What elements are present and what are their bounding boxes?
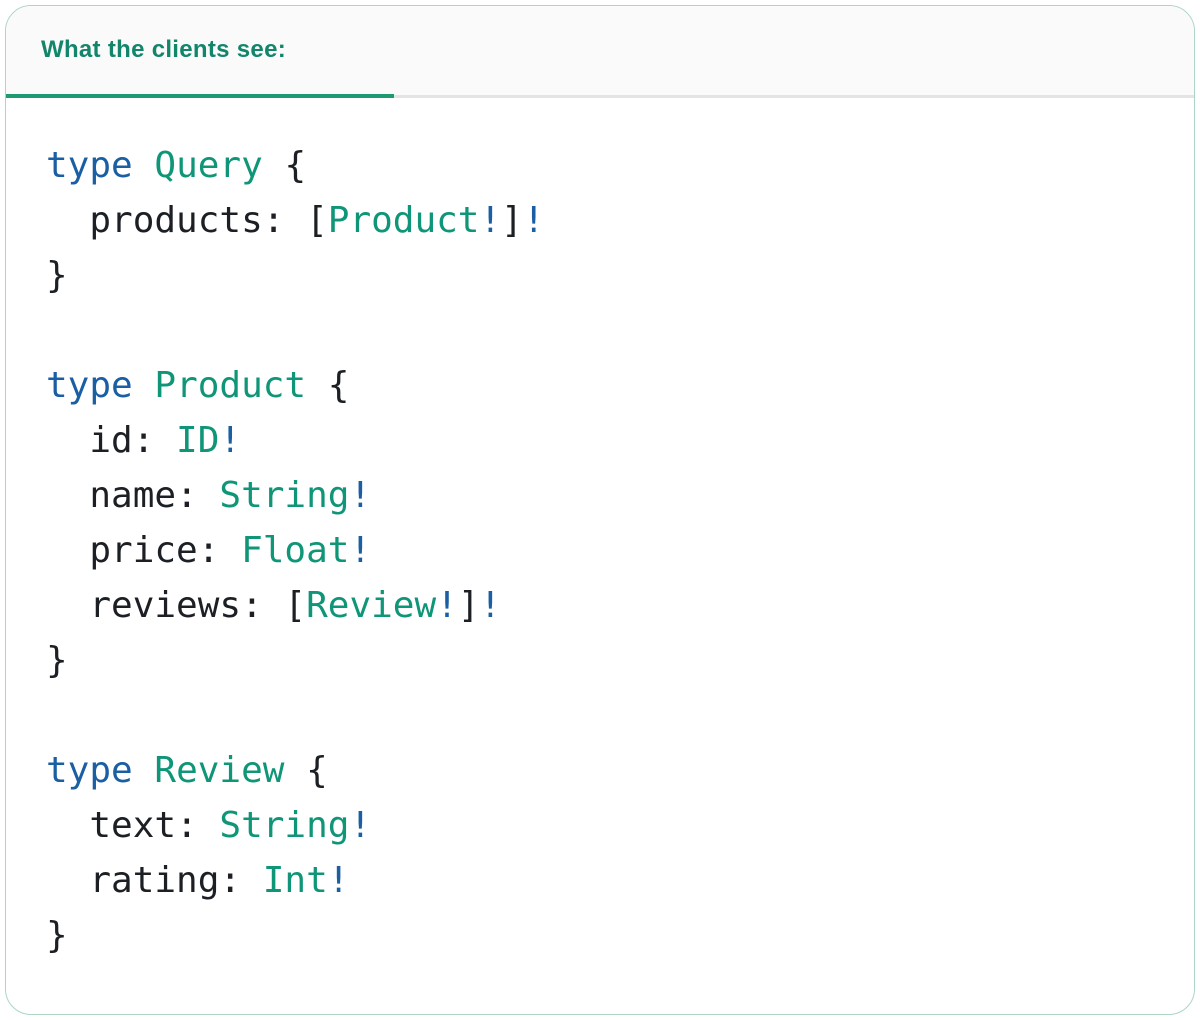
code-line: }: [46, 255, 68, 296]
code-line: products: [Product!]!: [46, 200, 545, 241]
code-line: id: ID!: [46, 420, 242, 461]
tab-what-clients-see[interactable]: What the clients see:: [6, 6, 394, 98]
code-line: }: [46, 640, 68, 681]
tab-bar: What the clients see:: [6, 6, 1194, 98]
code-area: type Query { products: [Product!]!} type…: [6, 98, 1194, 963]
code-line: }: [46, 915, 68, 956]
code-blank-line: [46, 303, 1164, 358]
code-block: type Query { products: [Product!]!} type…: [46, 138, 1164, 963]
code-line: name: String!: [46, 475, 372, 516]
tab-label: What the clients see:: [41, 36, 287, 63]
code-line: reviews: [Review!]!: [46, 585, 502, 626]
code-line: text: String!: [46, 805, 372, 846]
schema-panel: What the clients see: type Query { produ…: [5, 5, 1195, 1015]
code-line: type Review {: [46, 750, 328, 791]
code-line: rating: Int!: [46, 860, 350, 901]
code-line: type Product {: [46, 365, 350, 406]
code-blank-line: [46, 688, 1164, 743]
code-line: type Query {: [46, 145, 307, 186]
code-line: price: Float!: [46, 530, 372, 571]
